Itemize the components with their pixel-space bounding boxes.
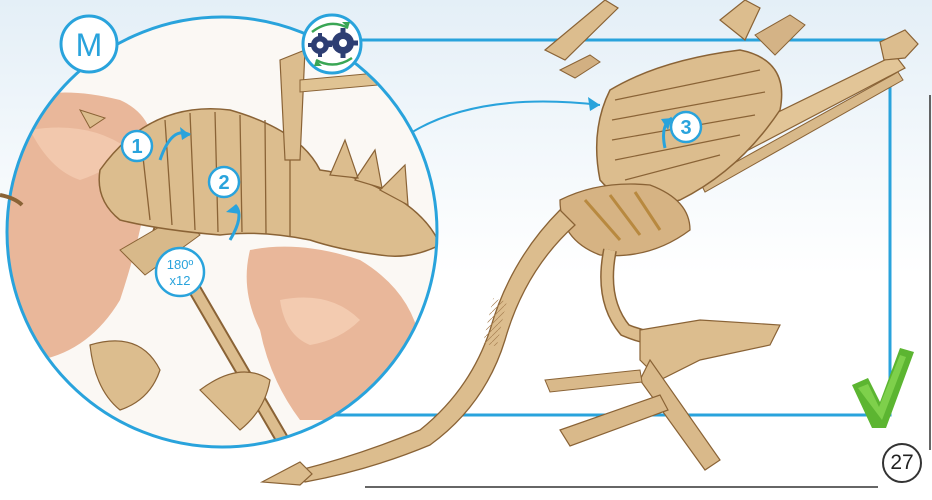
step-badge-2: 2 — [209, 167, 239, 197]
detail-arrow — [400, 102, 600, 140]
step-badge-3: 3 — [671, 112, 701, 142]
step-number-2: 2 — [218, 172, 229, 194]
rotation-count: x12 — [170, 273, 191, 288]
detail-arrow-head — [588, 97, 600, 111]
rotation-angle: 180º — [167, 257, 194, 272]
rotation-badge: 180º x12 — [156, 248, 204, 296]
section-badge: M — [61, 16, 117, 72]
section-letter: M — [76, 27, 103, 63]
step-badge-1: 1 — [122, 131, 152, 161]
detail-circle — [0, 0, 460, 470]
step-number-1: 1 — [131, 136, 142, 158]
step-number-3: 3 — [680, 117, 691, 139]
gears-icon — [303, 15, 361, 73]
page-number: 27 — [882, 443, 922, 483]
